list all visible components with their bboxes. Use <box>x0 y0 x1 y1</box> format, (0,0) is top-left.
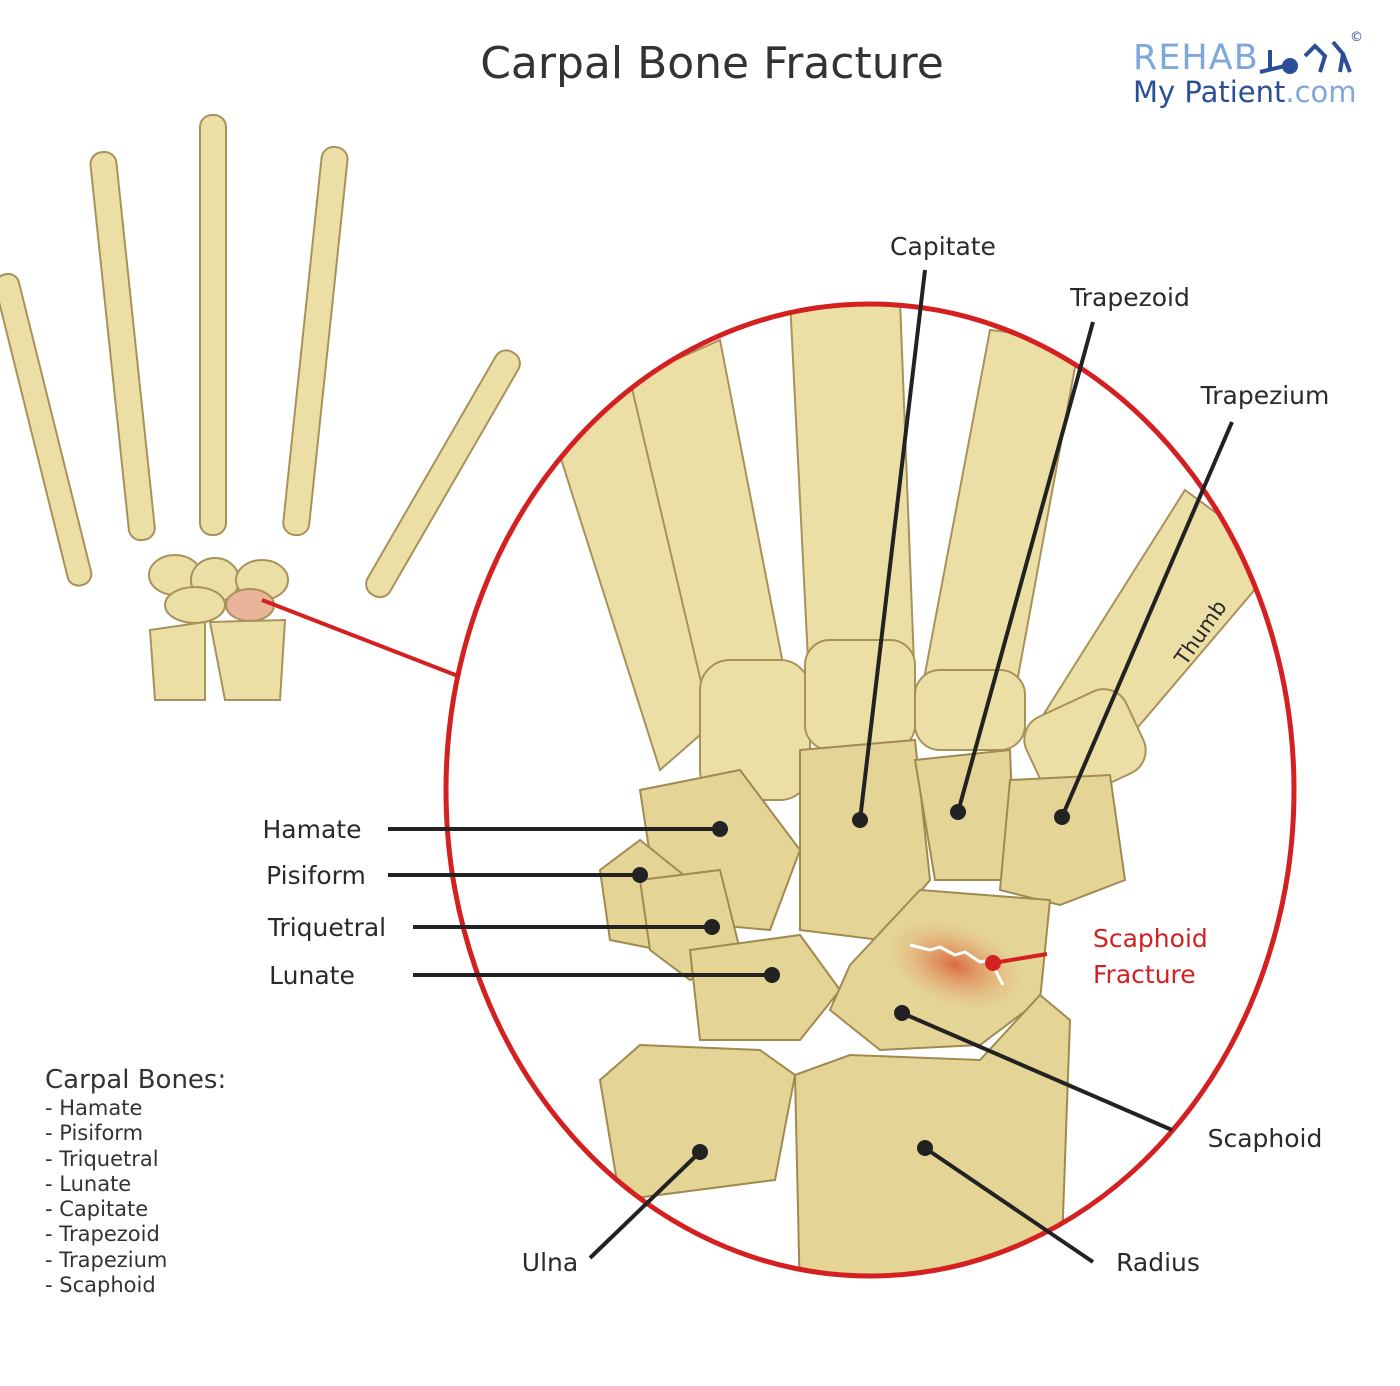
label-pisiform: Pisiform <box>266 861 366 890</box>
copyright-mark: © <box>1350 30 1363 45</box>
leader-dot-scaphoid <box>894 1005 910 1021</box>
label-scaphoid-fracture-line2: Fracture <box>1093 960 1196 989</box>
leader-lines <box>388 269 1234 1264</box>
logo-line2-suffix: .com <box>1285 75 1357 109</box>
leader-line-radius <box>923 1146 1095 1264</box>
legend-item: - Triquetral <box>45 1146 159 1171</box>
logo-line2-main: My Patient <box>1133 75 1286 109</box>
leader-line-trapezoid <box>956 321 1095 813</box>
legend-item: - Pisiform <box>45 1121 144 1146</box>
leader-dot-radius <box>917 1140 933 1156</box>
legend-item: - Trapezium <box>45 1247 168 1272</box>
legend-item: - Capitate <box>45 1197 149 1222</box>
legend-item: - Lunate <box>45 1171 132 1196</box>
logo-line1: REHAB <box>1133 38 1259 78</box>
leader-dot-lunate <box>764 967 780 983</box>
leader-dot-scaphoid-fracture <box>985 955 1001 971</box>
logo-line2: My Patient.com <box>1133 76 1357 108</box>
leader-dot-capitate <box>852 812 868 828</box>
exercise-figures-icon <box>1259 40 1352 74</box>
leader-dot-triquetral <box>704 919 720 935</box>
label-ulna: Ulna <box>522 1248 578 1277</box>
leader-dot-hamate <box>712 821 728 837</box>
leader-dot-trapezium <box>1054 809 1070 825</box>
label-capitate: Capitate <box>890 232 996 261</box>
lunate-bone <box>688 933 842 1041</box>
leader-line-trapezium <box>1060 421 1234 818</box>
leader-dot-ulna <box>692 1144 708 1160</box>
trapezium-bone <box>998 773 1127 907</box>
label-trapezium: Trapezium <box>1200 381 1330 410</box>
label-triquetral: Triquetral <box>267 913 386 942</box>
legend-item: - Trapezoid <box>45 1222 160 1247</box>
leader-line-capitate <box>858 269 927 821</box>
leader-dot-pisiform <box>632 867 648 883</box>
label-trapezoid: Trapezoid <box>1069 283 1190 312</box>
label-scaphoid: Scaphoid <box>1208 1124 1323 1153</box>
ulna-bone <box>598 1043 797 1202</box>
legend-item: - Scaphoid <box>45 1273 156 1298</box>
page-title: Carpal Bone Fracture <box>480 38 944 89</box>
leader-line-scaphoid-fracture <box>992 952 1048 965</box>
wrist-bones-illustration <box>518 304 1282 1276</box>
label-hamate: Hamate <box>263 815 362 844</box>
carpal-bones-legend: Carpal Bones: - Hamate - Pisiform - Triq… <box>45 1064 226 1298</box>
leader-dot-trapezoid <box>950 804 966 820</box>
legend-heading: Carpal Bones: <box>45 1065 227 1095</box>
leader-line-ulna <box>588 1150 702 1260</box>
small-hand-illustration <box>0 114 521 701</box>
zoom-connector-line <box>261 598 459 678</box>
zoom-circle <box>443 301 1297 1279</box>
label-radius: Radius <box>1116 1248 1200 1277</box>
label-lunate: Lunate <box>269 961 355 990</box>
label-scaphoid-fracture-line1: Scaphoid <box>1093 924 1208 953</box>
rehab-my-patient-logo: REHAB My Patient.com <box>1133 40 1357 108</box>
legend-item: - Hamate <box>45 1096 143 1120</box>
leader-line-scaphoid <box>901 1011 1173 1132</box>
